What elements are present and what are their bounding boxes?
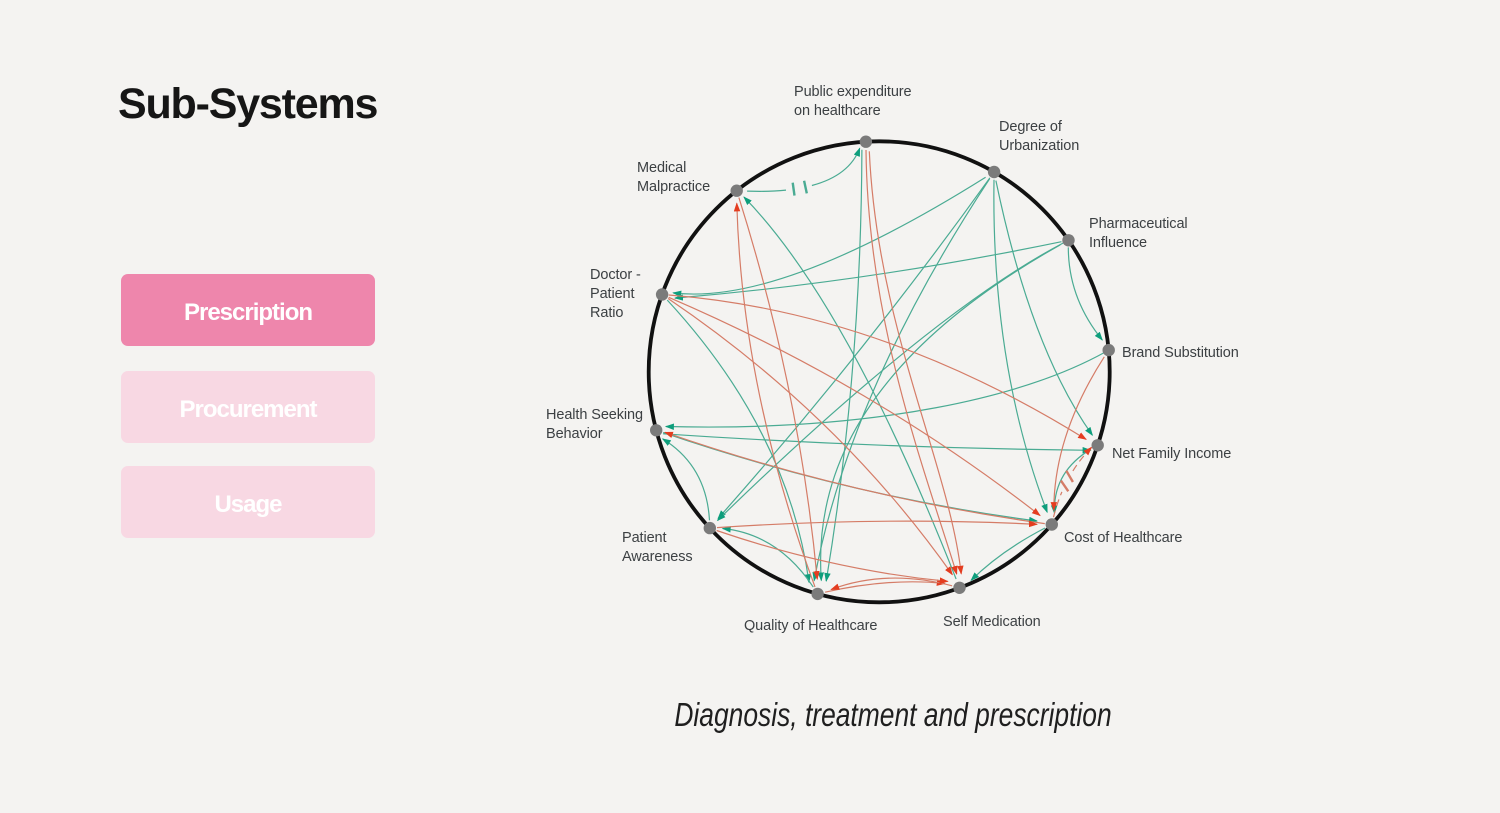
svg-text:Medical: Medical	[637, 160, 686, 176]
svg-text:Pharmaceutical: Pharmaceutical	[1089, 216, 1188, 232]
svg-text:Quality of Healthcare: Quality of Healthcare	[744, 618, 877, 634]
svg-text:Cost of Healthcare: Cost of Healthcare	[1064, 530, 1182, 546]
svg-text:Doctor -: Doctor -	[590, 267, 641, 283]
svg-text:Malpractice: Malpractice	[637, 179, 710, 195]
svg-text:Patient: Patient	[622, 530, 667, 546]
svg-text:Influence: Influence	[1089, 235, 1147, 251]
svg-text:Behavior: Behavior	[546, 426, 603, 442]
svg-text:Awareness: Awareness	[622, 549, 693, 565]
svg-text:on healthcare: on healthcare	[794, 103, 881, 119]
svg-text:Net Family Income: Net Family Income	[1112, 446, 1231, 462]
svg-text:Degree of: Degree of	[999, 119, 1063, 135]
svg-text:Brand Substitution: Brand Substitution	[1122, 345, 1239, 361]
svg-text:Self Medication: Self Medication	[943, 614, 1041, 630]
svg-text:Urbanization: Urbanization	[999, 138, 1079, 154]
svg-text:Ratio: Ratio	[590, 305, 623, 321]
svg-text:Patient: Patient	[590, 286, 635, 302]
svg-text:Public expenditure: Public expenditure	[794, 84, 912, 100]
svg-text:Health Seeking: Health Seeking	[546, 407, 643, 423]
